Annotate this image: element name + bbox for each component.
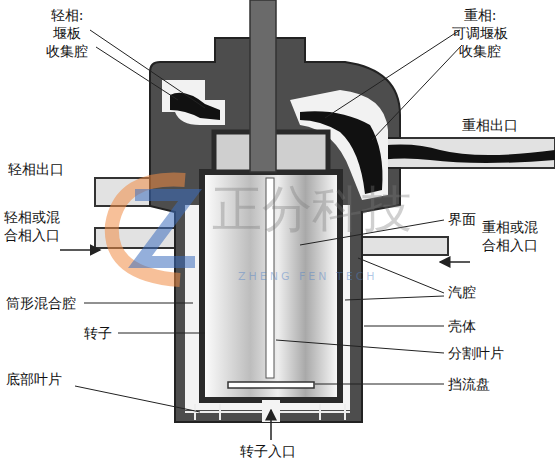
part-label: 筒形混合腔: [6, 294, 76, 312]
part-label: 轻相或混 合相入口: [4, 208, 66, 244]
heavy-inlet-pipe: [355, 237, 448, 255]
part-label: 轻相出口: [8, 160, 64, 178]
heavy-phase-liquid: [360, 144, 555, 163]
watermark: 正分科技: [212, 178, 412, 241]
leader-lines: [75, 30, 462, 412]
part-label: 界面: [448, 210, 476, 228]
part-label: 挡流盘: [448, 375, 490, 393]
baffle-disc: [228, 382, 314, 388]
light-weir-chamber: [162, 80, 225, 125]
shaft: [250, 0, 276, 172]
watermark-logo: [135, 195, 195, 262]
part-label: 重相出口: [462, 116, 518, 134]
watermark: ZHENG FEN TECH: [238, 270, 378, 284]
part-label: 轻相: 堰板 收集腔: [38, 6, 96, 60]
flow-arrow: [60, 249, 100, 251]
part-label: 重相或混 合相入口: [482, 218, 544, 254]
flow-arrow: [270, 410, 272, 440]
part-label: 转子: [84, 324, 112, 342]
part-label: 重相: 可调堰板 收集腔: [444, 6, 516, 60]
part-label: 转子入口: [240, 442, 296, 460]
part-label: 壳体: [448, 317, 476, 335]
heavy-outlet-pipe: [360, 138, 555, 168]
part-label: 底部叶片: [6, 370, 62, 388]
part-label: 汽腔: [448, 283, 476, 301]
light-phase-liquid: [170, 93, 220, 120]
flow-arrow: [440, 261, 470, 263]
part-label: 分割叶片: [448, 344, 504, 362]
